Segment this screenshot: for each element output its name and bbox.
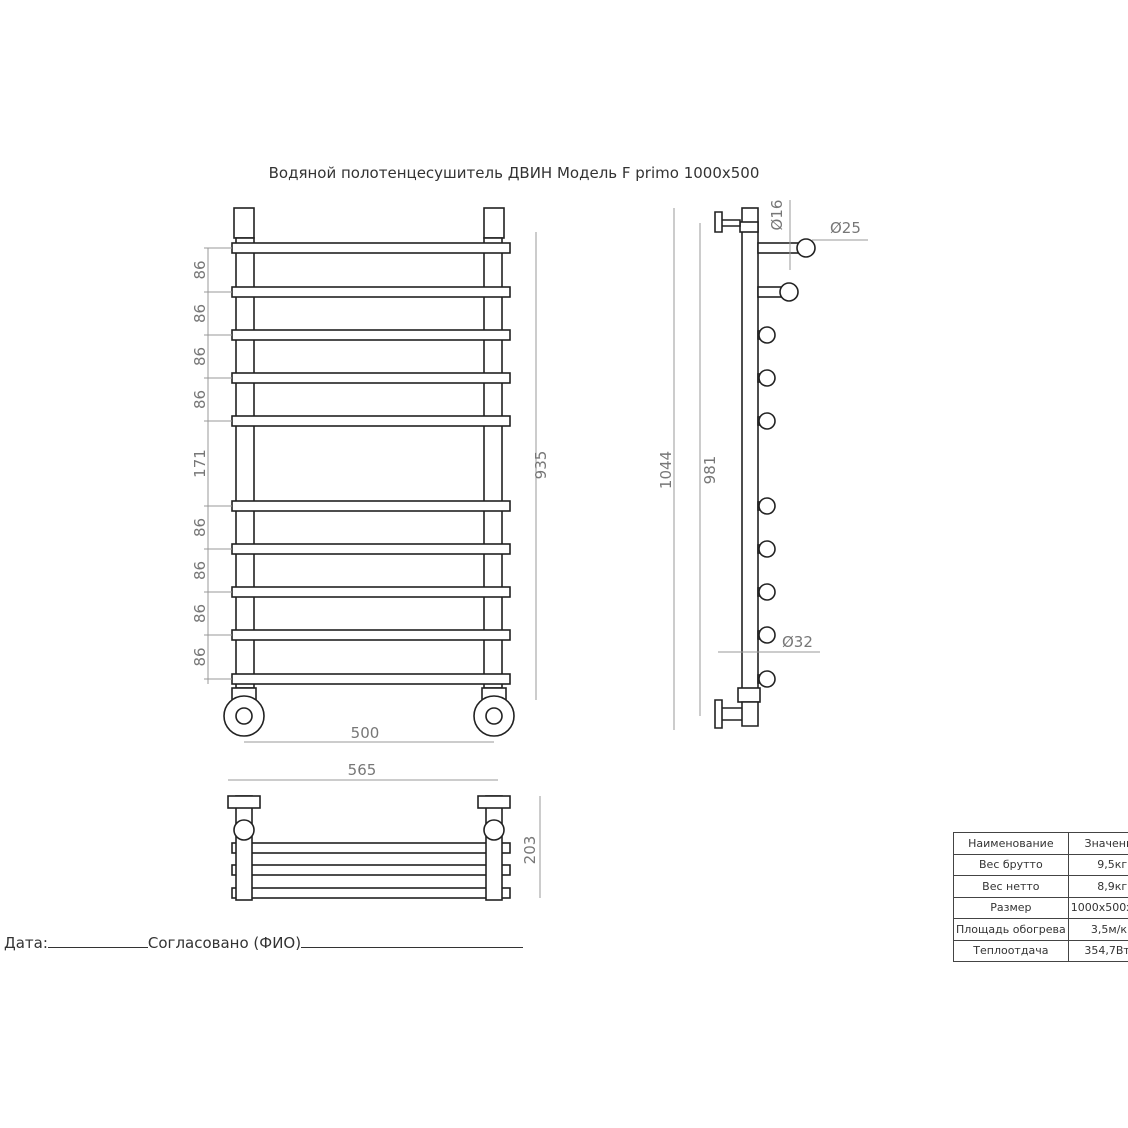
spacing-label: 86 <box>191 604 209 623</box>
spacing-label: 86 <box>191 390 209 409</box>
cell: Вес брутто <box>953 853 1069 876</box>
side-riser-pipe <box>741 207 759 691</box>
header-value: Значение <box>1067 832 1128 855</box>
height-981-label: 981 <box>701 456 719 485</box>
front-view: 86 86 86 86 171 86 86 86 86 935 500 <box>191 207 550 743</box>
cell: 3,5м/кв <box>1067 918 1128 941</box>
spacing-label: 86 <box>191 647 209 666</box>
width-565-label: 565 <box>348 761 377 779</box>
table-row: Размер1000x500x200 <box>953 896 1128 919</box>
spacing-label: 86 <box>191 561 209 580</box>
crossbar <box>231 543 511 555</box>
date-label: Дата: <box>4 934 48 952</box>
top-view-right-pipe <box>485 795 503 901</box>
crossbar <box>231 500 511 512</box>
spacing-label: 86 <box>191 304 209 323</box>
cell: 354,7Вт/ч <box>1067 939 1128 962</box>
cell: Размер <box>953 896 1069 919</box>
cell: Вес нетто <box>953 875 1069 898</box>
bottom-right-valve-core <box>485 707 503 725</box>
diameter-32-label: Ø32 <box>782 633 813 651</box>
diameter-25-label: Ø25 <box>830 219 861 237</box>
bottom-left-valve-core <box>235 707 253 725</box>
spacing-label: 171 <box>191 449 209 478</box>
diameter-16-label: Ø16 <box>768 200 786 231</box>
top-view: 565 203 <box>227 761 541 901</box>
side-bar-end <box>758 670 776 688</box>
spacing-label: 86 <box>191 260 209 279</box>
side-bar-end <box>758 583 776 601</box>
side-bar-end <box>796 238 816 258</box>
side-bar-end <box>758 540 776 558</box>
top-right-fitting <box>483 207 505 239</box>
top-left-fitting <box>233 207 255 239</box>
side-bar-end <box>758 326 776 344</box>
width-500-label: 500 <box>351 724 380 742</box>
approved-label: Согласовано (ФИО) <box>147 934 302 952</box>
crossbar <box>231 673 511 685</box>
cell: Теплоотдача <box>953 939 1069 962</box>
crossbar <box>231 329 511 341</box>
header-name: Наименование <box>953 832 1069 855</box>
top-view-left-pipe <box>235 795 253 901</box>
crossbar <box>231 586 511 598</box>
table-header-row: НаименованиеЗначение <box>953 832 1128 855</box>
left-riser-pipe <box>235 237 255 689</box>
crossbar <box>231 242 511 254</box>
side-bar-end <box>758 497 776 515</box>
cell: Площадь обогрева <box>953 918 1069 941</box>
height-935-label: 935 <box>532 451 550 480</box>
date-field: Дата: Согласовано (ФИО) <box>4 934 524 952</box>
crossbar <box>231 286 511 298</box>
side-bar-end <box>779 282 799 302</box>
cell: 1000x500x200 <box>1067 896 1128 919</box>
side-bar-end <box>758 369 776 387</box>
side-bar-end <box>758 626 776 644</box>
side-bar-end <box>758 412 776 430</box>
spacing-label: 86 <box>191 518 209 537</box>
crossbar <box>231 415 511 427</box>
spacing-label: 86 <box>191 347 209 366</box>
right-riser-pipe <box>483 237 503 689</box>
drawing-title: Водяной полотенцесушитель ДВИН Модель F … <box>269 164 760 182</box>
depth-203-label: 203 <box>521 836 539 865</box>
height-1044-label: 1044 <box>657 451 675 489</box>
crossbar <box>231 372 511 384</box>
cell: 9,5кг <box>1067 853 1128 876</box>
cell: 8,9кг <box>1067 875 1128 898</box>
side-view: 1044 981 Ø16 Ø25 Ø32 <box>657 200 868 730</box>
crossbar <box>231 629 511 641</box>
